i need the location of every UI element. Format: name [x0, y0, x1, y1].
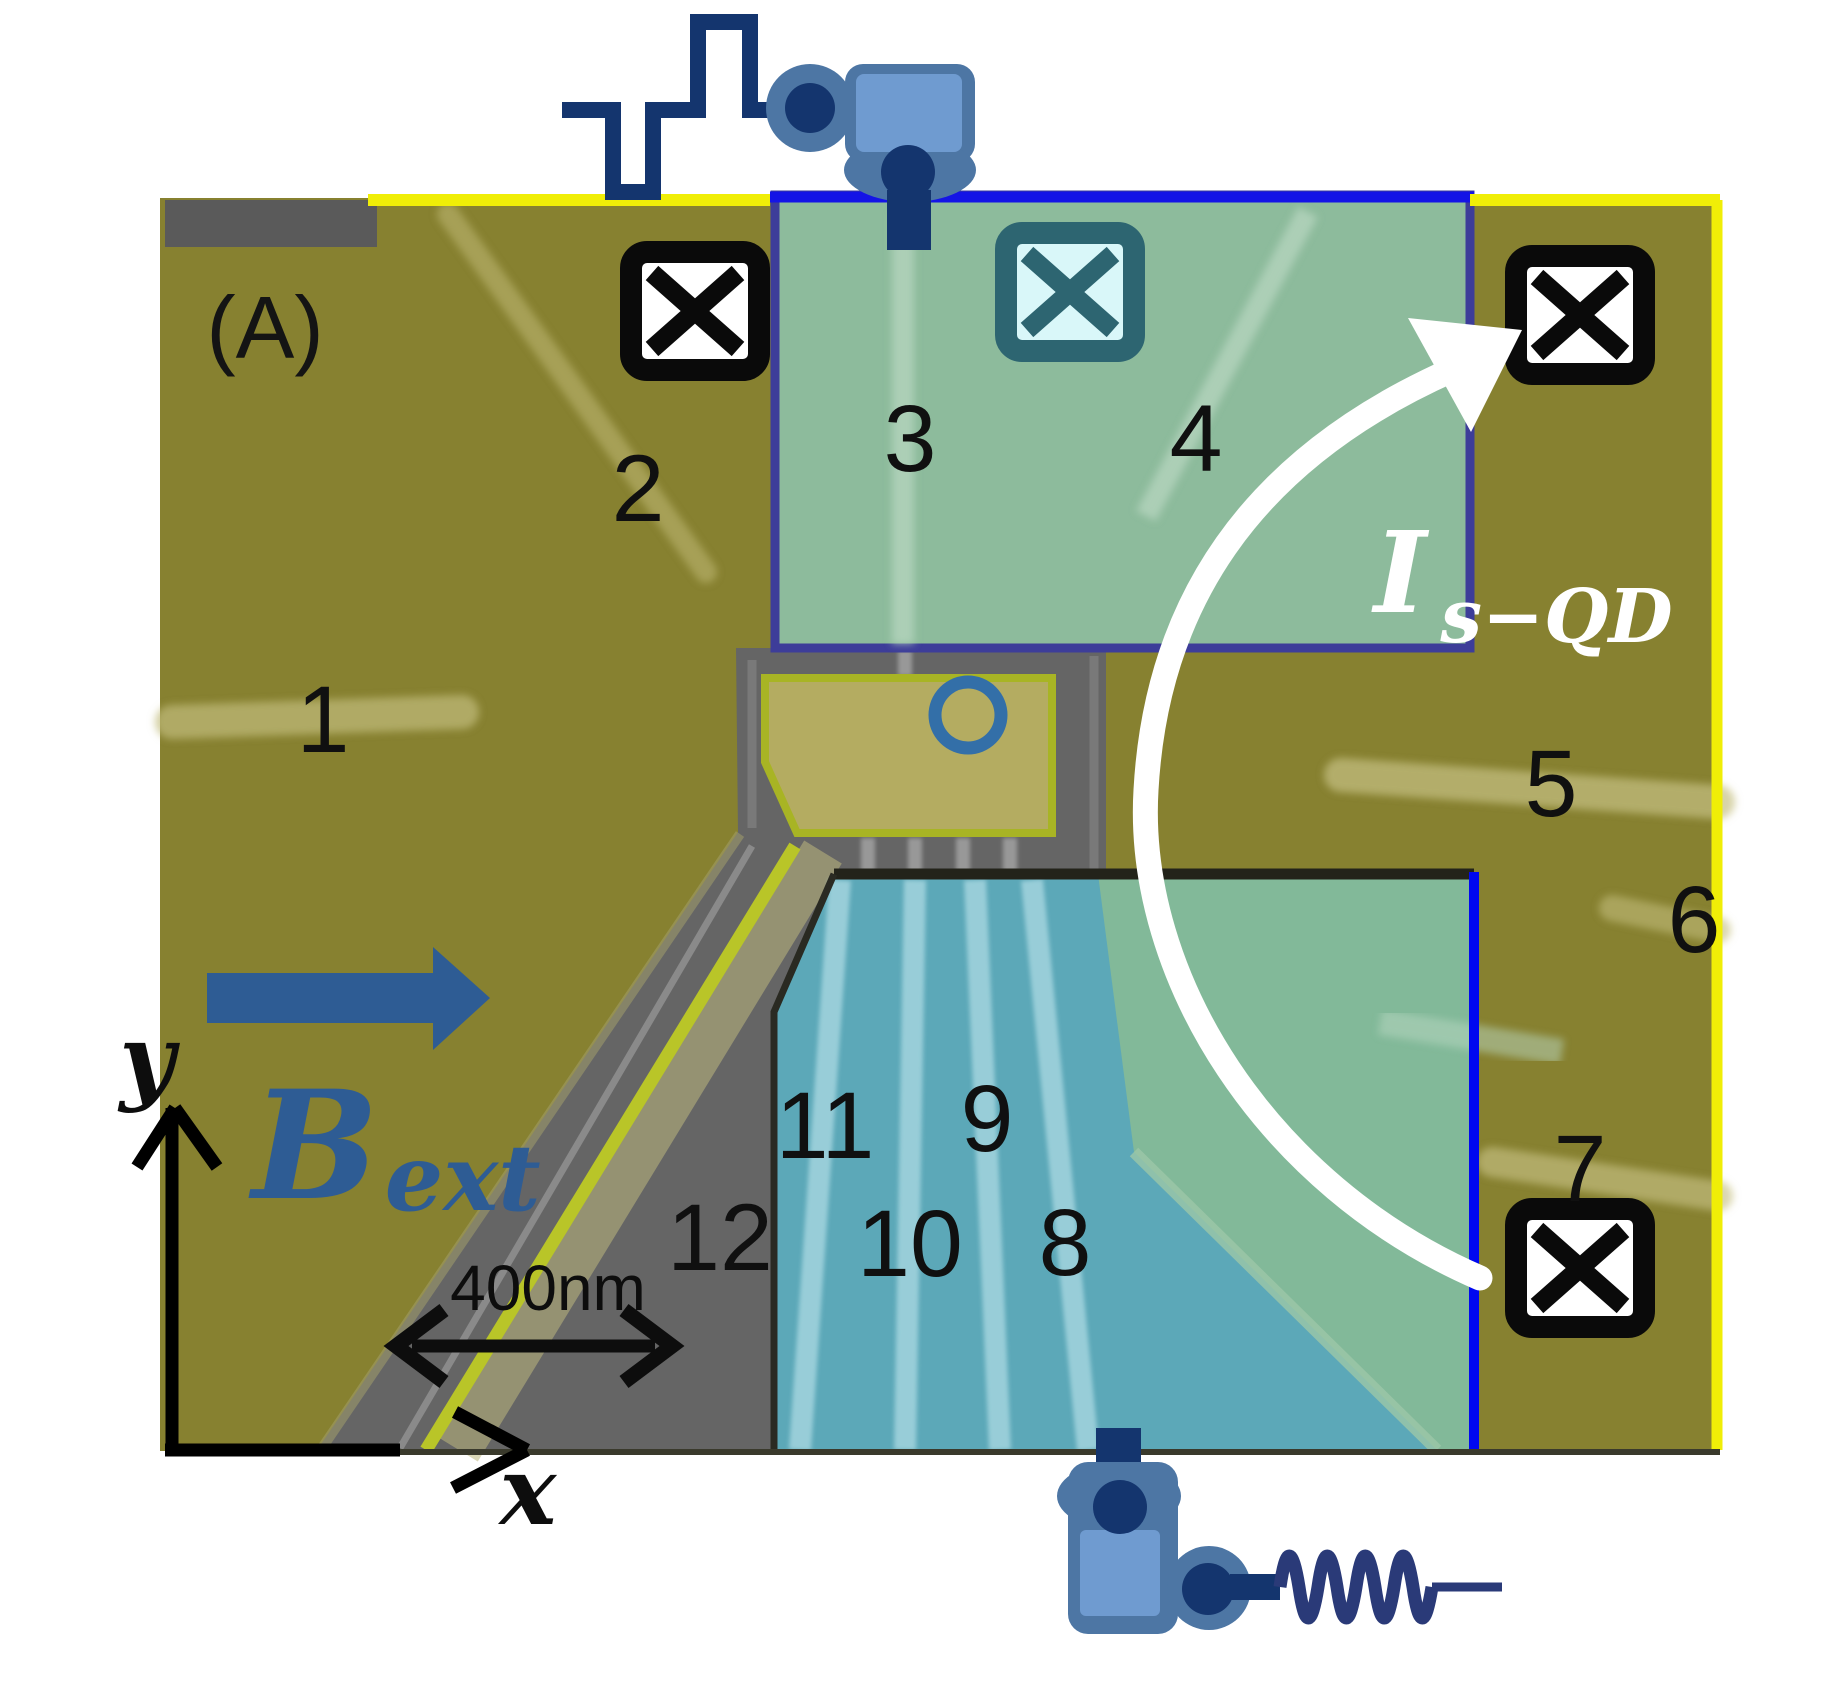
y-axis-label: y [117, 1004, 180, 1115]
gate-label-11: 11 [776, 1073, 875, 1179]
rf-source-body [1080, 1530, 1160, 1616]
ohmic-contact-icon-top-right [1505, 245, 1655, 385]
gate-label-8: 8 [1039, 1190, 1092, 1296]
magnetic-field-arrow [207, 947, 490, 1050]
gate-line-1 [155, 695, 479, 739]
coil-icon [1273, 1549, 1439, 1625]
source-terminal-bottom [881, 145, 935, 199]
green-lower-right-blue-border [1469, 872, 1479, 1452]
source-terminal-left [785, 83, 835, 133]
faint-gate-lines [155, 203, 1735, 1211]
bottom-rf-source-icon [1057, 1428, 1502, 1634]
gate-stripe-9 [964, 879, 1011, 1451]
top-left-etch-bar [165, 200, 377, 247]
gate-label-7: 7 [1554, 1116, 1607, 1222]
mesa-yellow-border [368, 194, 1723, 1450]
current-arrow-head [1408, 318, 1522, 432]
qd-marker-circle [928, 675, 1008, 755]
gate-label-2: 2 [612, 436, 665, 542]
rf-terminal-top [1093, 1480, 1147, 1534]
current-flow-arrow [1132, 318, 1522, 1291]
ohmic-contact-icon-top-middle [995, 222, 1145, 362]
current-arrow-curve [1132, 357, 1493, 1291]
gate-line-4 [1136, 206, 1318, 522]
rf-terminal-right [1182, 1563, 1234, 1615]
source-body [856, 74, 962, 152]
pulse-waveform-icon [562, 14, 772, 200]
cyan-gate-stripes [789, 878, 1099, 1452]
green-top-gate-lines [892, 206, 1318, 644]
field-label: Bext [248, 1058, 541, 1234]
gate-label-3: 3 [884, 386, 937, 492]
y-axis-arrowhead [131, 1104, 223, 1171]
gate-label-1: 1 [297, 667, 350, 773]
pulse-generator-icon [562, 14, 772, 200]
current-label-sub: s−QD [1439, 574, 1672, 660]
top-voltage-source-icon [766, 64, 976, 250]
green-lower-diagonal-edge [1129, 1147, 1442, 1455]
gate-label-10: 10 [857, 1191, 963, 1297]
gate-stripe-11 [789, 879, 851, 1451]
scale-bar [383, 1304, 685, 1388]
rf-stub-right [1230, 1574, 1280, 1600]
gate-label-12: 12 [667, 1185, 773, 1291]
scale-bar-label: 400nm [450, 1252, 646, 1324]
x-axis-arrowhead [450, 1406, 531, 1494]
gate-label-9: 9 [961, 1066, 1014, 1172]
scale-bar-arrow-left [383, 1304, 449, 1388]
gate-stripe-8 [1021, 878, 1099, 1452]
field-label-main: B [248, 1058, 379, 1234]
gate-line-2 [437, 203, 717, 583]
gate-line-6 [1599, 895, 1731, 943]
field-label-sub: ext [385, 1124, 541, 1232]
coordinate-axes [131, 1104, 531, 1494]
x-axis-label: x [498, 1436, 558, 1547]
trench-gate-stubs [861, 650, 1017, 874]
gate-label-4: 4 [1170, 386, 1223, 492]
ohmic-contact-icon-top-left [620, 241, 770, 381]
source-lead-stub [887, 190, 931, 250]
gate-line-5 [1324, 758, 1735, 819]
cyan-left-border [770, 872, 838, 1450]
scale-bar-arrow-right [619, 1304, 685, 1388]
gate-line-7 [1477, 1147, 1733, 1211]
gate-label-5: 5 [1525, 731, 1578, 837]
ohmic-contact-icon-bottom-right [1505, 1198, 1655, 1338]
gate-stripe-10 [894, 879, 926, 1451]
current-label-main: I [1371, 508, 1430, 639]
panel-label: (A) [206, 278, 323, 377]
gate-label-6: 6 [1668, 867, 1721, 973]
